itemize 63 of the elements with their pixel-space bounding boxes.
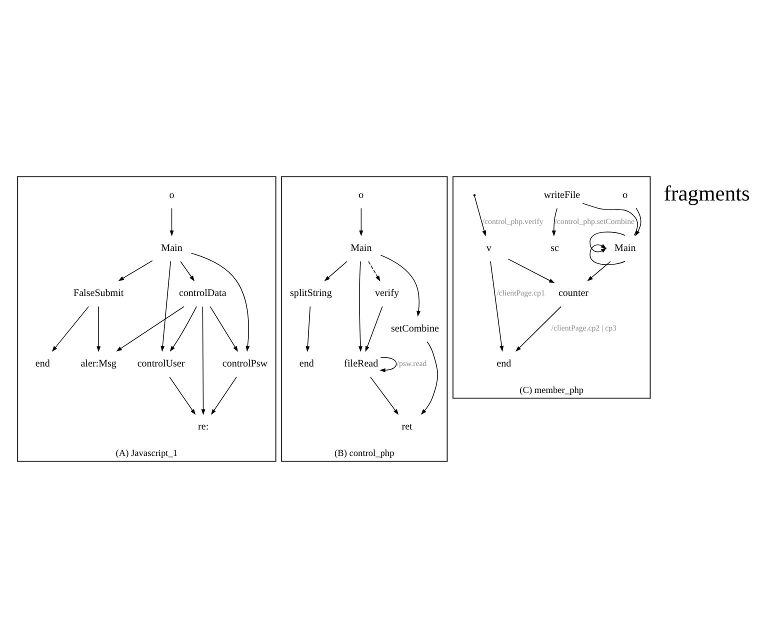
arrow xyxy=(169,376,196,414)
arrow xyxy=(118,260,153,281)
node-text: controlUser xyxy=(137,358,185,369)
node-text: re: xyxy=(198,421,209,432)
arrow xyxy=(170,207,174,236)
arrow xyxy=(170,306,197,352)
arrow xyxy=(211,376,237,414)
arrow xyxy=(359,207,364,236)
edge-label: /clientPage.cp1 xyxy=(496,288,545,298)
node-text: end xyxy=(496,358,512,369)
node-text: Main xyxy=(614,242,636,254)
arrow xyxy=(365,306,383,352)
node-text: o xyxy=(622,189,628,200)
arrow xyxy=(306,306,311,352)
node-text: setCombine xyxy=(390,322,439,334)
node-text: controlData xyxy=(178,288,226,299)
arrow xyxy=(180,260,195,281)
label: fragments xyxy=(664,181,750,206)
arrow xyxy=(590,231,626,252)
arrow xyxy=(358,260,362,352)
node-text: writeFile xyxy=(544,189,580,200)
arrow xyxy=(116,306,184,352)
node-text: end xyxy=(35,358,50,369)
arrow xyxy=(190,252,250,352)
edge-label: /control_php.verify xyxy=(482,216,544,226)
node-text: v xyxy=(486,242,492,254)
arrow xyxy=(490,260,504,352)
arrow xyxy=(52,306,89,352)
node-text: o xyxy=(358,189,364,200)
connector xyxy=(582,202,638,236)
node-text: fileRead xyxy=(344,358,378,369)
edge-label: /control_php.setCombine xyxy=(554,216,635,226)
arrow xyxy=(368,260,380,281)
arrow xyxy=(380,356,397,372)
arrow xyxy=(420,340,438,414)
edge-label: /clientPage.cp2 | cp3 xyxy=(551,323,616,332)
arrow xyxy=(160,260,171,352)
arrow xyxy=(590,244,626,265)
arrow xyxy=(635,207,642,236)
node-text: o xyxy=(169,189,174,200)
node-text: aler:Msg xyxy=(80,358,116,369)
node-text: Main xyxy=(161,242,182,254)
node-text: counter xyxy=(558,288,589,299)
arrow xyxy=(324,260,348,281)
node-text: sc xyxy=(550,242,560,254)
arrow xyxy=(210,306,238,352)
arrow xyxy=(201,306,206,415)
node-text: end xyxy=(299,358,314,369)
node-text: splitString xyxy=(290,288,332,299)
node-text: verify xyxy=(375,288,399,299)
arrow xyxy=(96,306,101,352)
node-text: ret xyxy=(402,421,412,432)
arrow xyxy=(380,254,421,316)
arrow xyxy=(587,260,611,281)
arrow xyxy=(515,306,562,352)
node-text: controlPsw xyxy=(222,358,268,369)
arrow xyxy=(474,195,486,236)
arrow xyxy=(552,207,558,236)
node-text: Main xyxy=(350,242,372,254)
edge-label: /psw.read xyxy=(396,358,427,368)
node-text: FalseSubmit xyxy=(74,288,124,299)
arrow xyxy=(370,376,399,414)
arrow xyxy=(508,258,555,283)
